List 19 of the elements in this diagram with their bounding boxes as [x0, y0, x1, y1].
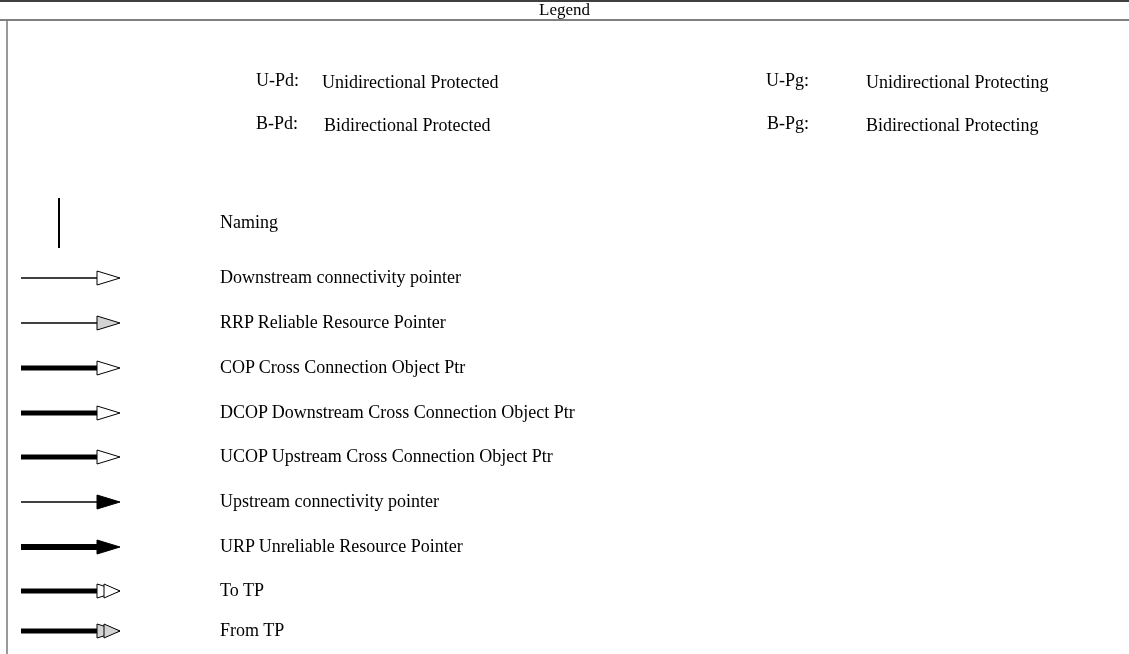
legend-text: To TP — [220, 580, 264, 601]
legend-text: URP Unreliable Resource Pointer — [220, 536, 463, 557]
abbreviation: B-Pg: — [767, 113, 809, 134]
table-title: Legend — [538, 0, 591, 20]
abbreviation: U-Pd: — [256, 70, 299, 91]
legend-text: DCOP Downstream Cross Connection Object Ptr — [220, 402, 575, 423]
abbreviation-meaning: Unidirectional Protecting — [866, 72, 1049, 93]
legend-text: Downstream connectivity pointer — [220, 267, 461, 288]
abbreviation-meaning: Bidirectional Protecting — [866, 115, 1039, 136]
legend-text: UCOP Upstream Cross Connection Object Ptr — [220, 446, 553, 467]
legend-text: From TP — [220, 620, 285, 641]
abbreviation: B-Pd: — [256, 113, 298, 134]
legend-text: Upstream connectivity pointer — [220, 491, 439, 512]
abbreviation-meaning: Unidirectional Protected — [322, 72, 499, 93]
abbreviation: U-Pg: — [766, 70, 809, 91]
legend-text: Naming — [220, 212, 278, 233]
legend-text: RRP Reliable Resource Pointer — [220, 312, 446, 333]
abbreviation-meaning: Bidirectional Protected — [324, 115, 491, 136]
legend-text: COP Cross Connection Object Ptr — [220, 357, 466, 378]
